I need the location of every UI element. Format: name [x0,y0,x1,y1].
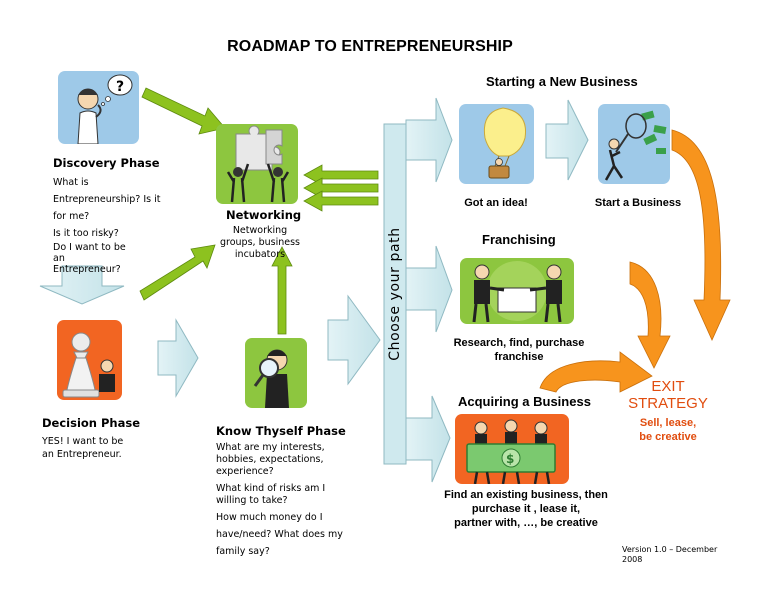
discovery-line: for me? [53,211,90,222]
networking-line: Networking [232,225,288,236]
exit-strategy: EXIT STRATEGY Sell, lease, be creative [612,378,724,444]
green-arrow-networking-back-2 [303,177,379,199]
decision-line: an Entrepreneur. [42,449,122,460]
version-line: 2008 [622,555,643,564]
page-title: ROADMAP TO ENTREPRENEURSHIP [227,38,513,55]
teal-arrow-path-acquiring [405,395,451,483]
decision-phase-image [57,320,122,400]
discovery-line: an [53,253,65,264]
franchising-caption-line: Research, find, purchase [453,337,585,349]
know-thyself-text: What are my interests, hobbies, expectat… [216,442,356,558]
teal-arrow-path-new-business [405,97,453,183]
choose-path-label: Choose your path [384,124,406,464]
acquiring-caption: Find an existing business, then purchase… [428,488,624,530]
franchising-caption-line: franchise [494,351,544,363]
know-thyself-line: family say? [216,546,270,557]
green-arrow-knowthyself-to-networking [271,246,293,335]
exit-title-line: STRATEGY [628,395,708,412]
know-thyself-line: How much money do I [216,512,323,523]
exit-sub-line: be creative [639,431,697,443]
discovery-line: Is it too risky? [53,228,119,239]
discovery-line: Do I want to be [53,242,126,253]
discovery-phase-text: What is Entrepreneurship? Is it for me? … [53,174,173,275]
discovery-line: What is [53,177,89,188]
handshake-table-icon [472,261,562,323]
teal-arrow-decision-to-knowthyself [157,318,199,398]
orange-arrow-franchising-to-exit [629,261,671,369]
exit-strategy-subtitle: Sell, lease, be creative [612,416,724,444]
discovery-line: Entrepreneurship? Is it [53,194,161,205]
choose-path-text: Choose your path [387,227,403,361]
know-thyself-heading: Know Thyself Phase [216,424,346,438]
teal-arrow-knowthyself-to-paths [327,294,381,386]
know-thyself-image [245,338,307,408]
green-arrow-decision-to-networking [139,244,216,301]
networking-text: Networking groups, business incubators [214,225,306,261]
green-arrow-discovery-to-networking [141,87,226,135]
decision-line: YES! I want to be [42,436,124,447]
idea-image [459,104,534,184]
franchising-heading: Franchising [482,232,556,247]
lightbulb-balloon-icon [483,107,527,179]
acquiring-image: $ [455,414,569,484]
money-net-icon [604,110,667,181]
exit-sub-line: Sell, lease, [639,417,697,429]
acquiring-caption-line: purchase it , lease it, [471,503,581,515]
discovery-phase-heading: Discovery Phase [53,156,160,170]
green-arrow-networking-back-3 [303,190,379,212]
know-thyself-line: hobbies, expectations, [216,454,324,465]
teal-arrow-discovery-to-decision [39,265,125,305]
acquiring-caption-line: Find an existing business, then [444,489,608,501]
new-business-heading: Starting a New Business [486,74,638,89]
svg-text:$: $ [506,452,514,466]
networking-image [216,124,298,204]
know-thyself-line: What are my interests, [216,442,325,453]
people-dollar-bill-icon: $ [466,419,556,484]
teal-arrow-path-franchising [405,245,453,333]
exit-title-line: EXIT [651,378,685,395]
magnifier-person-icon [253,349,289,408]
know-thyself-line: have/need? What does my [216,529,343,540]
start-business-image [598,104,670,184]
acquiring-caption-line: partner with, …, be creative [454,517,598,529]
discovery-line: Entrepreneur? [53,264,121,275]
networking-line: incubators [234,249,286,260]
thinking-person-icon: ? [77,74,133,144]
version-line: Version 1.0 – December [622,545,718,554]
start-business-caption: Start a Business [594,197,682,209]
networking-heading: Networking [226,208,302,222]
teal-arrow-idea-to-start [545,99,589,181]
discovery-phase-image: ? [58,71,139,144]
svg-text:?: ? [116,79,124,95]
green-arrow-networking-back-1 [303,164,379,186]
version-note: Version 1.0 – December 2008 [622,545,717,565]
exit-strategy-title: EXIT STRATEGY [612,378,724,412]
idea-caption: Got an idea! [464,197,528,209]
decision-phase-heading: Decision Phase [42,416,141,430]
orange-arrow-acquiring-to-exit [539,351,653,393]
decision-phase-text: YES! I want to be an Entrepreneur. [42,435,162,461]
franchising-caption: Research, find, purchase franchise [446,336,592,364]
chess-pawn-icon [62,332,115,398]
orange-arrow-new-business-to-exit [671,129,731,341]
know-thyself-line: experience? [216,466,274,477]
franchising-image [460,258,574,324]
puzzle-people-icon [226,125,290,203]
networking-line: groups, business [220,237,300,248]
acquiring-heading: Acquiring a Business [458,394,591,409]
know-thyself-line: What kind of risks am I [216,483,326,494]
know-thyself-line: willing to take? [216,495,288,506]
